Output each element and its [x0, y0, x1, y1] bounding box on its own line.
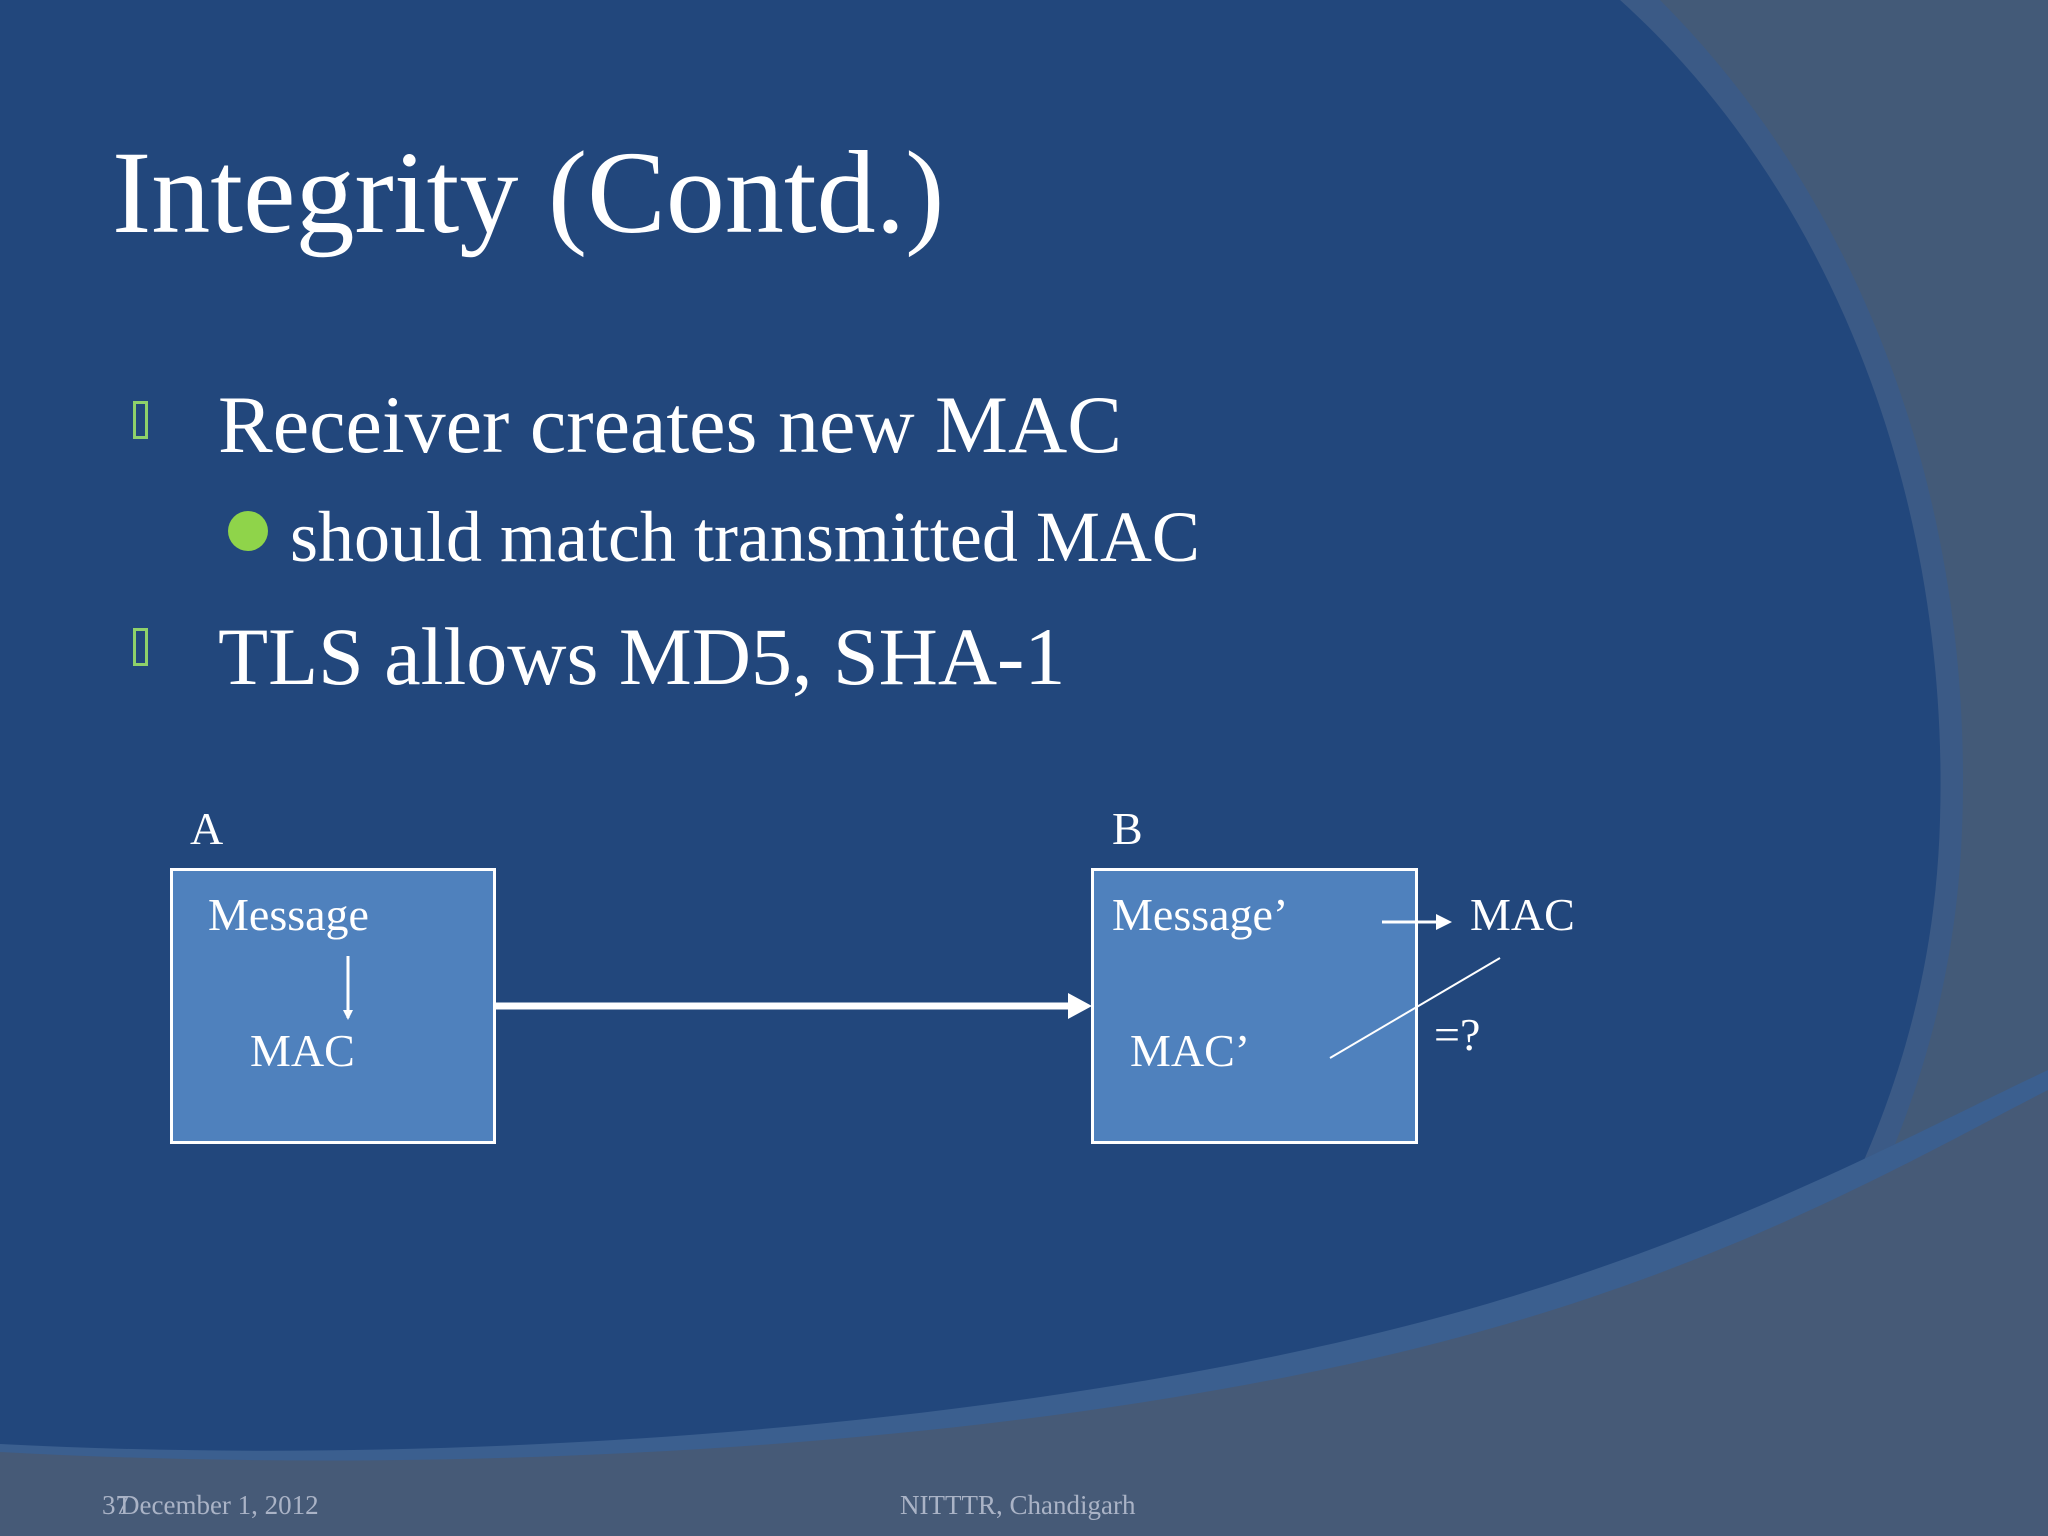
bullet-square-icon	[133, 628, 148, 666]
sub-bullet-item: should match transmitted MAC	[290, 497, 1200, 577]
sender-box	[170, 868, 496, 1144]
bullet-dot-icon	[228, 511, 268, 551]
bullet-item: Receiver creates new MAC	[218, 379, 1122, 470]
sender-mac-label: MAC	[250, 1025, 355, 1076]
bullet-item: TLS allows MD5, SHA-1	[218, 611, 1066, 702]
receiver-message-label: Message’	[1112, 889, 1289, 940]
footer-institute: NITTTR, Chandigarh	[900, 1490, 1136, 1520]
bullet-square-icon	[133, 401, 148, 439]
slide-number: 37	[102, 1490, 129, 1520]
receiver-mac-label: MAC’	[1130, 1025, 1251, 1076]
slide-title: Integrity (Contd.)	[112, 127, 945, 258]
footer-date: December 1, 2012	[120, 1490, 319, 1520]
node-b-label: B	[1112, 803, 1143, 854]
sender-message-label: Message	[208, 889, 369, 940]
compare-label: =?	[1434, 1009, 1481, 1060]
computed-mac-label: MAC	[1470, 889, 1575, 940]
node-a-label: A	[190, 803, 224, 854]
